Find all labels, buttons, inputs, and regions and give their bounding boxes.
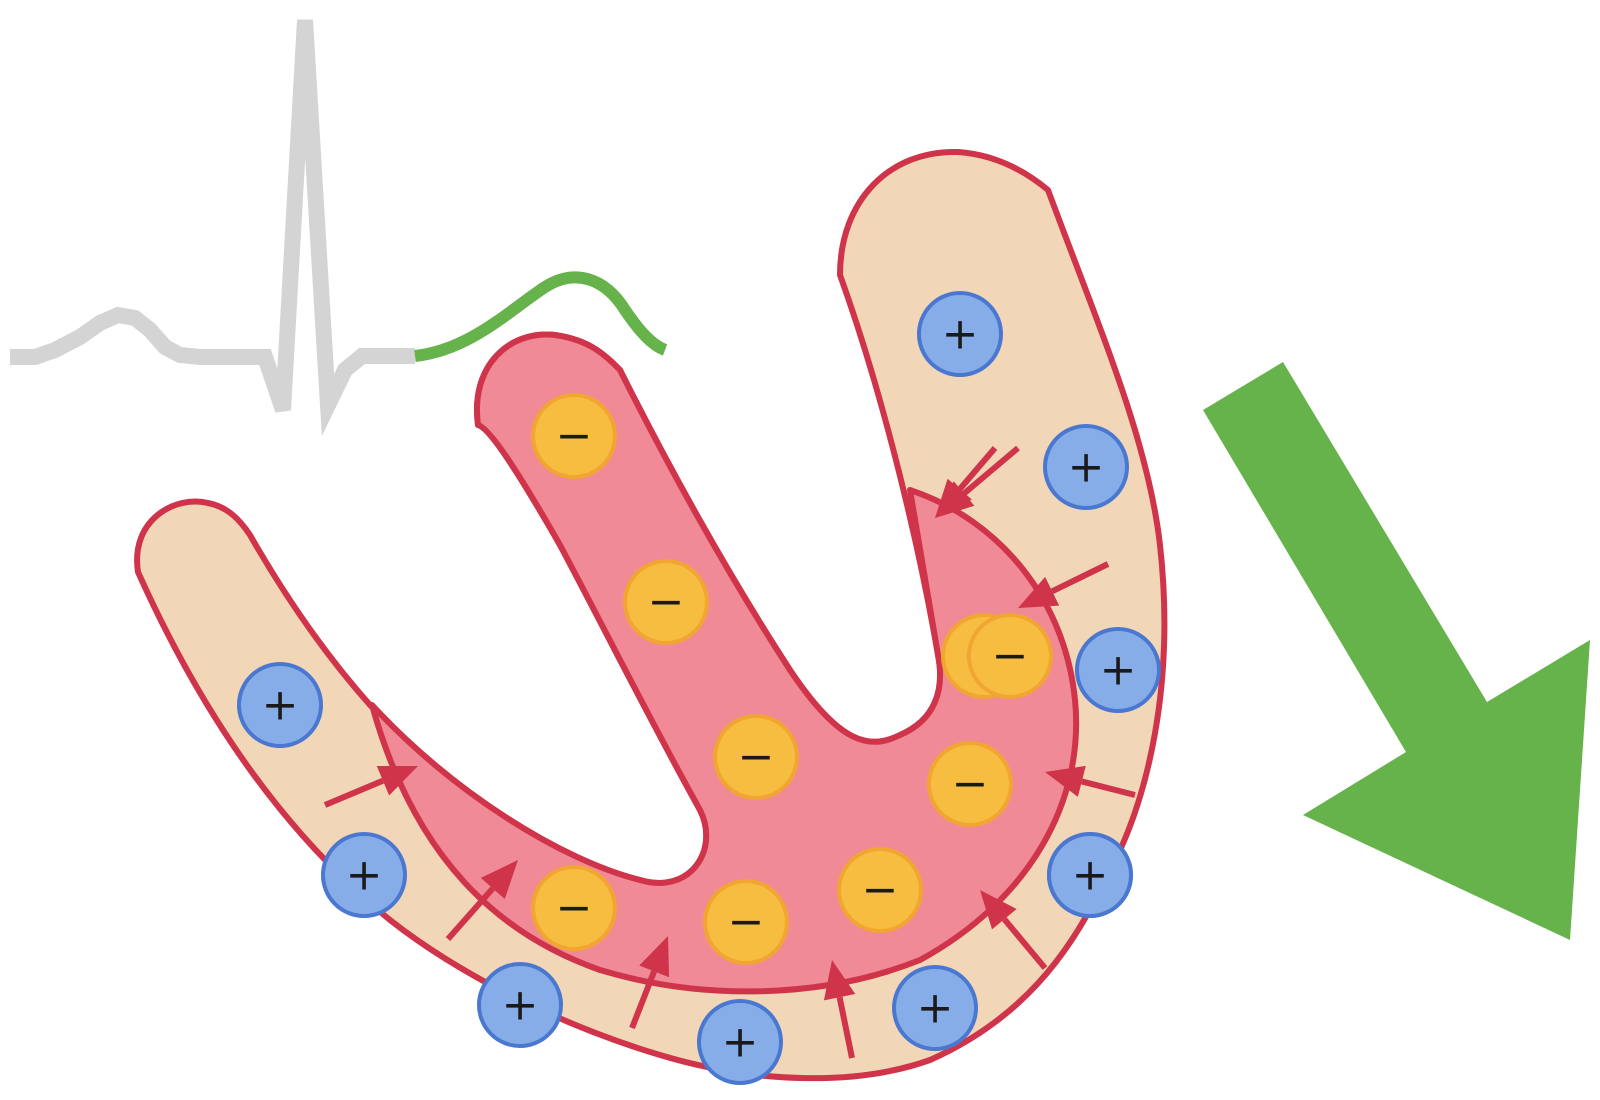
positive-charge-circle bbox=[477, 962, 563, 1048]
negative-charge-icon: − bbox=[713, 714, 799, 800]
positive-charge-circle bbox=[1043, 424, 1129, 510]
positive-charge-icon: + bbox=[321, 832, 407, 918]
positive-charge-label: + bbox=[346, 850, 383, 901]
ecg-baseline-trace bbox=[10, 19, 415, 436]
positive-charge-icon: + bbox=[917, 291, 1003, 377]
positive-charge-label: + bbox=[1072, 850, 1109, 901]
current-vector-arrow bbox=[935, 445, 1020, 518]
positive-charge-icon: + bbox=[697, 999, 783, 1085]
negative-charge-icon: − bbox=[531, 865, 617, 951]
positive-charge-circle bbox=[892, 965, 978, 1051]
positive-charge-label: + bbox=[942, 309, 979, 360]
current-vector-shaft bbox=[1002, 917, 1048, 970]
negative-charge-circle bbox=[927, 741, 1013, 827]
positive-charge-label: + bbox=[262, 680, 299, 731]
positive-charge-icon: + bbox=[1047, 832, 1133, 918]
charges: ++++++++++−−−−−−−−− bbox=[237, 291, 1161, 1085]
negative-charge-circle bbox=[703, 879, 789, 965]
negative-charge-label: − bbox=[728, 897, 765, 948]
positive-charge-label: + bbox=[917, 983, 954, 1034]
current-vector-head bbox=[480, 860, 518, 900]
positive-charge-icon: + bbox=[237, 662, 323, 748]
negative-charge-label: − bbox=[992, 631, 1029, 682]
current-vector-shaft bbox=[445, 886, 496, 941]
current-vector-arrow bbox=[445, 860, 518, 941]
current-vector-head bbox=[1045, 765, 1086, 797]
negative-charge-circle bbox=[837, 847, 923, 933]
negative-charge-label: − bbox=[556, 883, 593, 934]
current-vector-shaft bbox=[323, 777, 385, 808]
positive-charge-circle bbox=[917, 291, 1003, 377]
negative-charge-icon: − bbox=[623, 559, 709, 645]
negative-charge-label: − bbox=[556, 411, 593, 462]
current-vector-arrow bbox=[980, 890, 1048, 970]
current-vector-head bbox=[1018, 576, 1060, 608]
negative-charge-circle bbox=[531, 865, 617, 951]
negative-charge-circle bbox=[531, 393, 617, 479]
positive-charge-circle bbox=[1047, 832, 1133, 918]
current-vector-shaft bbox=[836, 996, 855, 1059]
ecg-trace bbox=[10, 19, 668, 436]
positive-charge-circle bbox=[321, 832, 407, 918]
current-vector-shaft bbox=[1050, 561, 1110, 595]
negative-charge-icon: − bbox=[837, 847, 923, 933]
negative-charge-circle bbox=[623, 559, 709, 645]
inner-ventricular-wall bbox=[369, 331, 1080, 995]
current-vector-shaft bbox=[957, 446, 998, 492]
positive-charge-circle bbox=[237, 662, 323, 748]
current-vector-shaft bbox=[962, 445, 1020, 496]
negative-charge-label: − bbox=[648, 577, 685, 628]
negative-charge-label: − bbox=[738, 732, 775, 783]
negative-charge-icon: − bbox=[531, 393, 617, 479]
current-vector-head bbox=[823, 960, 856, 1001]
current-vector-head bbox=[639, 936, 670, 978]
negative-charge-icon: − bbox=[967, 613, 1053, 699]
positive-charge-label: + bbox=[1100, 645, 1137, 696]
negative-charge-icon: − bbox=[703, 879, 789, 965]
current-vector-head bbox=[980, 890, 1017, 930]
positive-charge-icon: + bbox=[1043, 424, 1129, 510]
positive-charge-label: + bbox=[722, 1017, 759, 1068]
positive-charge-icon: + bbox=[1075, 627, 1161, 713]
positive-charge-circle bbox=[697, 999, 783, 1085]
t-wave-highlight bbox=[414, 271, 668, 362]
current-vectors bbox=[323, 445, 1136, 1059]
repolarization-direction-arrow bbox=[1203, 362, 1590, 940]
current-vector-shaft bbox=[629, 970, 657, 1030]
current-vector-shaft bbox=[1081, 778, 1136, 798]
negative-charge-label: − bbox=[952, 759, 989, 810]
negative-charge-circle bbox=[967, 613, 1053, 699]
negative-charge-label: − bbox=[862, 865, 899, 916]
positive-charge-label: + bbox=[502, 980, 539, 1031]
positive-charge-icon: + bbox=[477, 962, 563, 1048]
positive-charge-circle bbox=[1075, 627, 1161, 713]
negative-charge-circle bbox=[713, 714, 799, 800]
current-vector-head bbox=[376, 765, 418, 796]
current-vector-arrow bbox=[823, 960, 856, 1059]
positive-charge-label: + bbox=[1068, 442, 1105, 493]
current-vector-arrow bbox=[1018, 561, 1110, 608]
current-vector-arrow bbox=[629, 936, 670, 1030]
current-vector-arrow bbox=[1045, 765, 1136, 798]
negative-charge-icon: − bbox=[927, 741, 1013, 827]
current-vector-head bbox=[935, 481, 975, 518]
positive-charge-icon: + bbox=[892, 965, 978, 1051]
current-vector-arrow bbox=[323, 765, 418, 808]
